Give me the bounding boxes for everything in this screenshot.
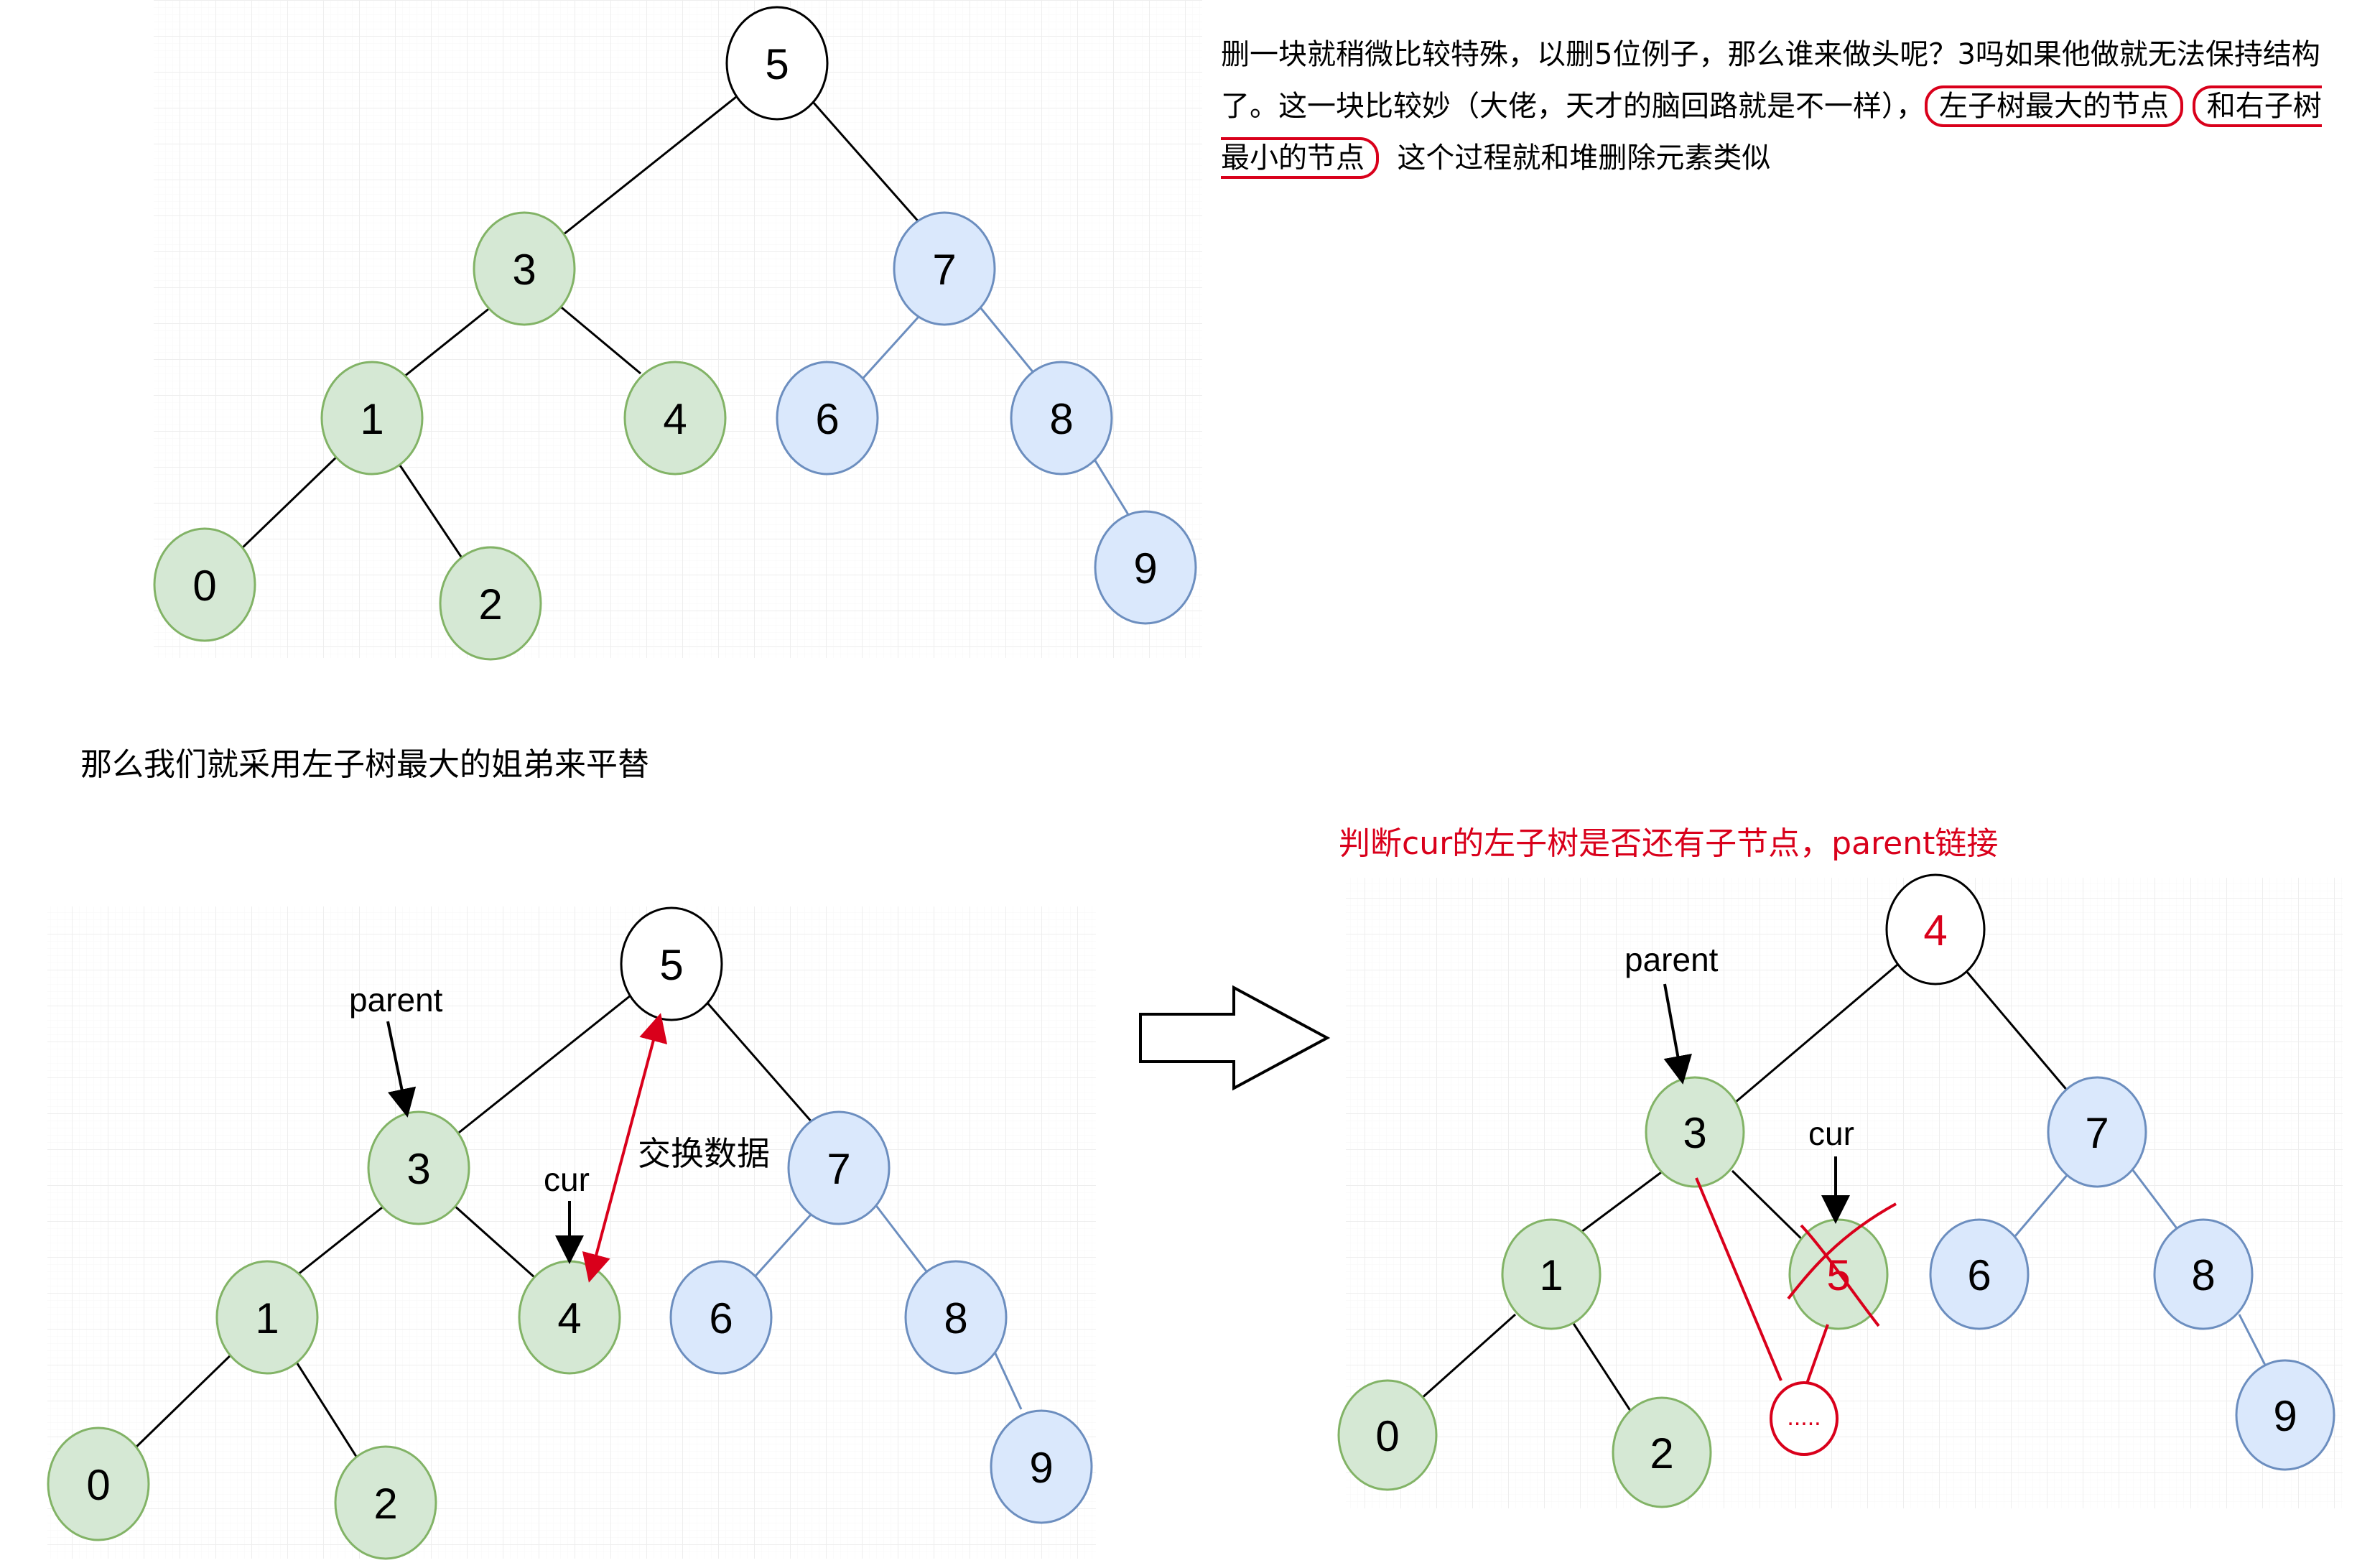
svg-text:1: 1 — [255, 1294, 279, 1342]
tree-node: 0 — [1337, 1379, 1438, 1491]
tree-node: 7 — [787, 1110, 891, 1225]
svg-text:6: 6 — [815, 395, 839, 443]
tree-node: 2 — [1612, 1396, 1712, 1508]
parent-label: parent — [349, 981, 443, 1019]
svg-text:9: 9 — [1133, 544, 1157, 593]
cross-mark — [1800, 1224, 1880, 1327]
diagram-2: 5 3 7 1 4 6 8 0 — [47, 906, 1096, 1560]
tree-node: 3 — [473, 211, 576, 326]
tree-node: 4 — [623, 361, 727, 475]
top-note: 删一块就稍微比较特殊，以删5位例子，那么谁来做头呢？3吗如果他做就无法保持结构了… — [1221, 29, 2341, 184]
tree-node: 8 — [1010, 361, 1113, 475]
svg-text:5: 5 — [659, 941, 683, 989]
placeholder-node: ..... — [1770, 1381, 1839, 1456]
svg-text:3: 3 — [512, 246, 536, 294]
svg-text:9: 9 — [2273, 1392, 2297, 1440]
top-note-text: 删一块就稍微比较特殊，以删5位例子，那么谁来做头呢？3吗如果他做就无法保持结构了… — [1221, 38, 2320, 123]
svg-text:7: 7 — [932, 246, 956, 294]
highlight-box: 左子树最大的节点 — [1925, 85, 2183, 127]
tree-node: 1 — [215, 1260, 319, 1375]
tree-node: 9 — [990, 1409, 1093, 1524]
tree-node: 8 — [904, 1260, 1008, 1375]
tree-node: 2 — [439, 546, 542, 661]
relink-line — [1695, 1177, 1782, 1381]
diagram-1: 5 3 7 1 4 6 8 0 — [153, 0, 1202, 661]
tree-node: 5 — [620, 906, 723, 1021]
top-note-tail: 这个过程就和堆删除元素类似 — [1397, 142, 1771, 175]
svg-text:2: 2 — [1650, 1429, 1673, 1477]
svg-text:8: 8 — [1049, 395, 1073, 443]
svg-text:1: 1 — [1539, 1251, 1563, 1299]
middle-note: 那么我们就采用左子树最大的姐弟来平替 — [80, 746, 649, 783]
svg-text:8: 8 — [944, 1294, 967, 1342]
svg-text:3: 3 — [406, 1145, 430, 1193]
swap-arrow — [582, 1013, 668, 1283]
transition-arrow — [1139, 985, 1331, 1091]
tree-node: 7 — [893, 211, 996, 326]
tree-node: 5 — [725, 6, 829, 121]
svg-text:7: 7 — [2085, 1109, 2109, 1157]
cross-mark — [1787, 1202, 1897, 1300]
diagram-3: 4 3 7 1 5 6 8 0 — [1337, 873, 2343, 1508]
parent-label: parent — [1624, 941, 1719, 978]
tree-node: 3 — [367, 1110, 470, 1225]
svg-text:6: 6 — [709, 1294, 733, 1342]
highlight-box: 和右子树最小的节点 — [1221, 85, 2322, 179]
right-diagram-title: 判断cur的左子树是否还有子节点，parent链接 — [1339, 825, 1999, 862]
parent-arrow — [1663, 983, 1692, 1085]
tree-node: 6 — [776, 361, 879, 475]
svg-text:0: 0 — [1375, 1412, 1399, 1460]
cur-label: cur — [1808, 1115, 1854, 1152]
relink-line — [1805, 1324, 1829, 1384]
svg-text:.....: ..... — [1787, 1404, 1821, 1431]
tree-node: 9 — [2235, 1359, 2335, 1471]
swap-label: 交换数据 — [638, 1134, 770, 1173]
cur-label: cur — [544, 1161, 590, 1198]
tree-node: 3 — [1645, 1076, 1745, 1188]
tree-node: 9 — [1094, 510, 1197, 625]
tree-node: 2 — [334, 1445, 437, 1560]
svg-text:0: 0 — [192, 562, 216, 610]
tree-node: 0 — [153, 527, 256, 642]
parent-arrow — [386, 1021, 417, 1118]
svg-text:3: 3 — [1683, 1109, 1706, 1157]
svg-text:6: 6 — [1967, 1251, 1991, 1299]
svg-text:2: 2 — [373, 1480, 397, 1528]
svg-text:7: 7 — [827, 1145, 850, 1193]
svg-text:4: 4 — [663, 395, 687, 443]
svg-text:4: 4 — [1923, 906, 1947, 955]
svg-text:4: 4 — [557, 1294, 581, 1342]
tree-edges — [239, 90, 922, 564]
tree-node: 4 — [518, 1260, 621, 1375]
tree-node: 6 — [1929, 1218, 2030, 1330]
tree-node: 7 — [2047, 1076, 2147, 1188]
svg-text:1: 1 — [360, 395, 384, 443]
svg-text:8: 8 — [2191, 1251, 2215, 1299]
svg-text:5: 5 — [1826, 1251, 1850, 1299]
svg-text:5: 5 — [765, 40, 789, 88]
svg-text:0: 0 — [86, 1461, 110, 1509]
tree-node: 0 — [47, 1426, 150, 1541]
svg-text:2: 2 — [478, 580, 502, 628]
tree-node: 4 — [1885, 873, 1986, 985]
svg-text:9: 9 — [1029, 1444, 1053, 1492]
tree-node: 6 — [669, 1260, 773, 1375]
tree-node: 8 — [2153, 1218, 2254, 1330]
tree-node: 1 — [1501, 1218, 1602, 1330]
tree-node: 1 — [320, 361, 424, 475]
